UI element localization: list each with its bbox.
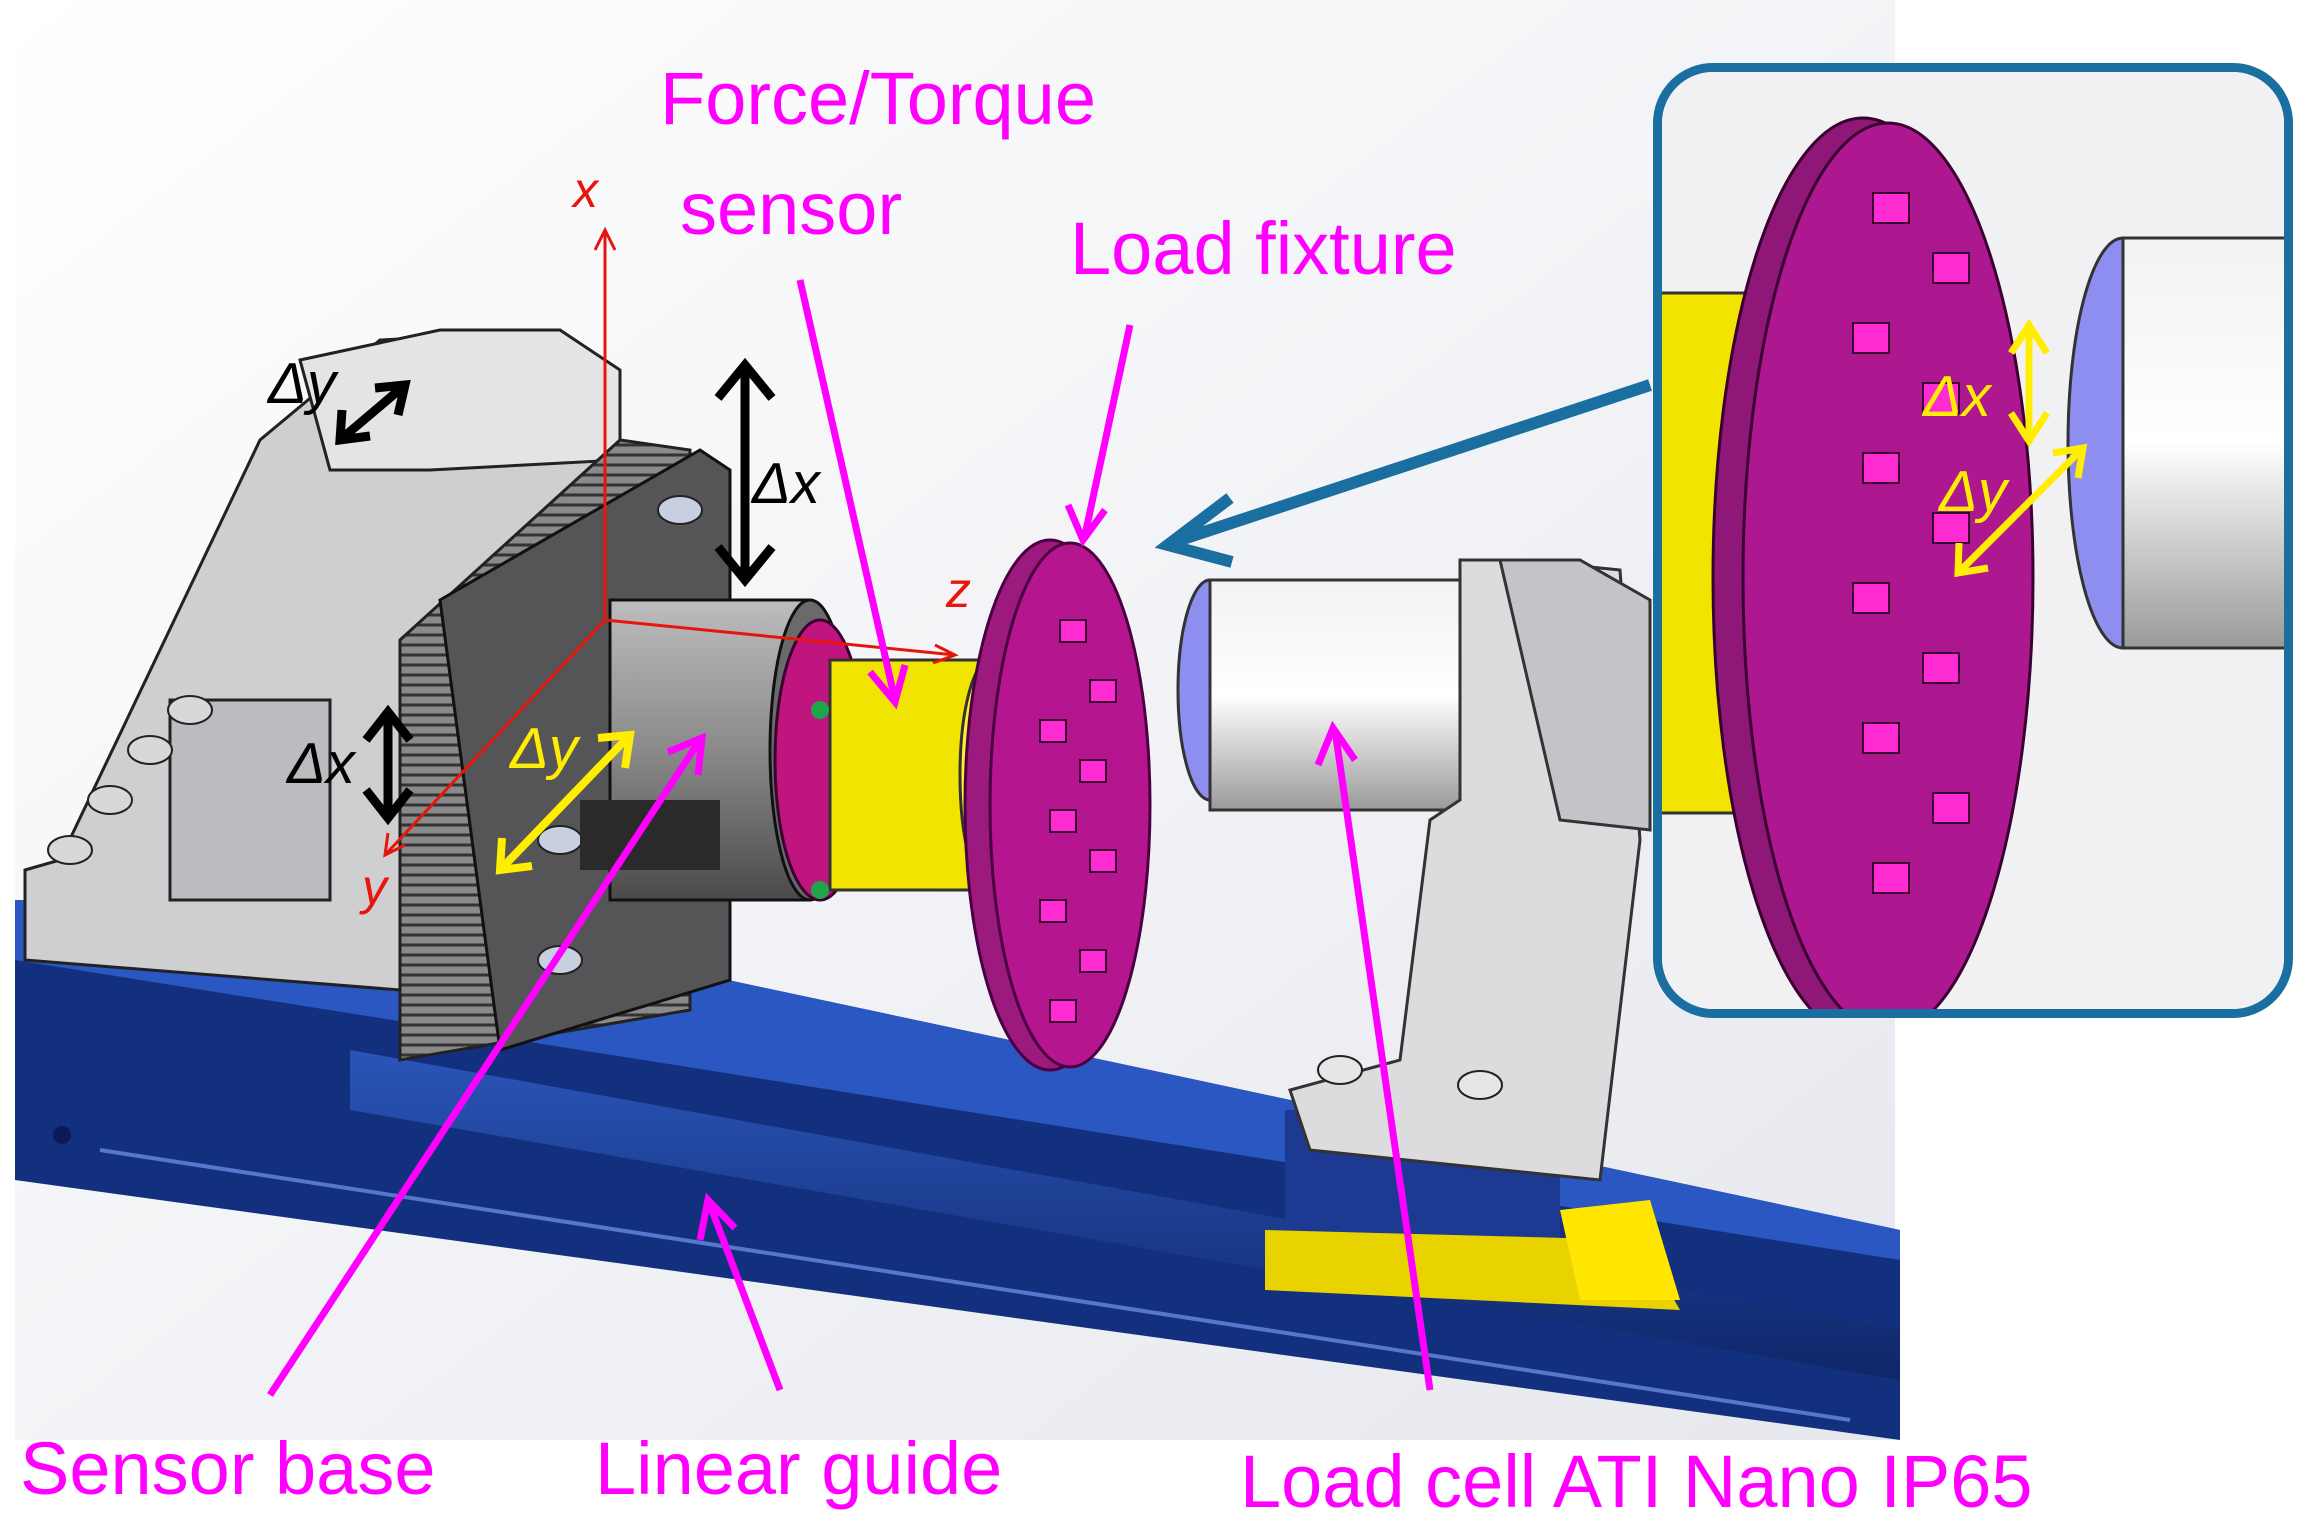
label-force-torque-line2: sensor <box>680 167 903 250</box>
label-sensor-base: Sensor base <box>20 1427 436 1510</box>
inset-callout-arrow <box>1154 379 1652 568</box>
leader-lines <box>267 279 1434 1397</box>
sensor-mount-flange <box>398 438 732 1062</box>
inset-delta-x: Δx <box>1923 364 1991 429</box>
axis-label-z: z <box>946 562 971 618</box>
delta-x-black-top: Δx <box>752 451 820 516</box>
delta-y-black: Δy <box>268 351 336 416</box>
leader-sensor-base <box>267 738 703 1397</box>
inset-zoom-view: Δx Δy <box>1653 63 2293 1018</box>
delta-arrows-yellow <box>495 730 635 875</box>
inset-illustration <box>1662 72 2284 1009</box>
label-load-fixture: Load fixture <box>1070 207 1457 290</box>
leader-load-cell <box>1331 729 1434 1391</box>
delta-arrows-black <box>335 357 776 826</box>
label-linear-guide: Linear guide <box>595 1427 1003 1510</box>
inset-delta-y: Δy <box>1939 459 2007 524</box>
leader-force-torque <box>796 279 899 701</box>
leader-linear-guide <box>706 1203 784 1392</box>
delta-y-yellow: Δy <box>510 716 578 781</box>
leader-load-fixture <box>1081 324 1134 536</box>
axis-label-x: x <box>573 162 598 218</box>
delta-x-black-left: Δx <box>287 731 355 796</box>
load-fixture-plate <box>963 538 1152 1072</box>
label-load-cell: Load cell ATI Nano IP65 <box>1240 1440 2033 1523</box>
label-force-torque-line1: Force/Torque <box>660 57 1096 140</box>
coordinate-frame <box>383 226 959 858</box>
axis-label-y: y <box>362 859 387 915</box>
